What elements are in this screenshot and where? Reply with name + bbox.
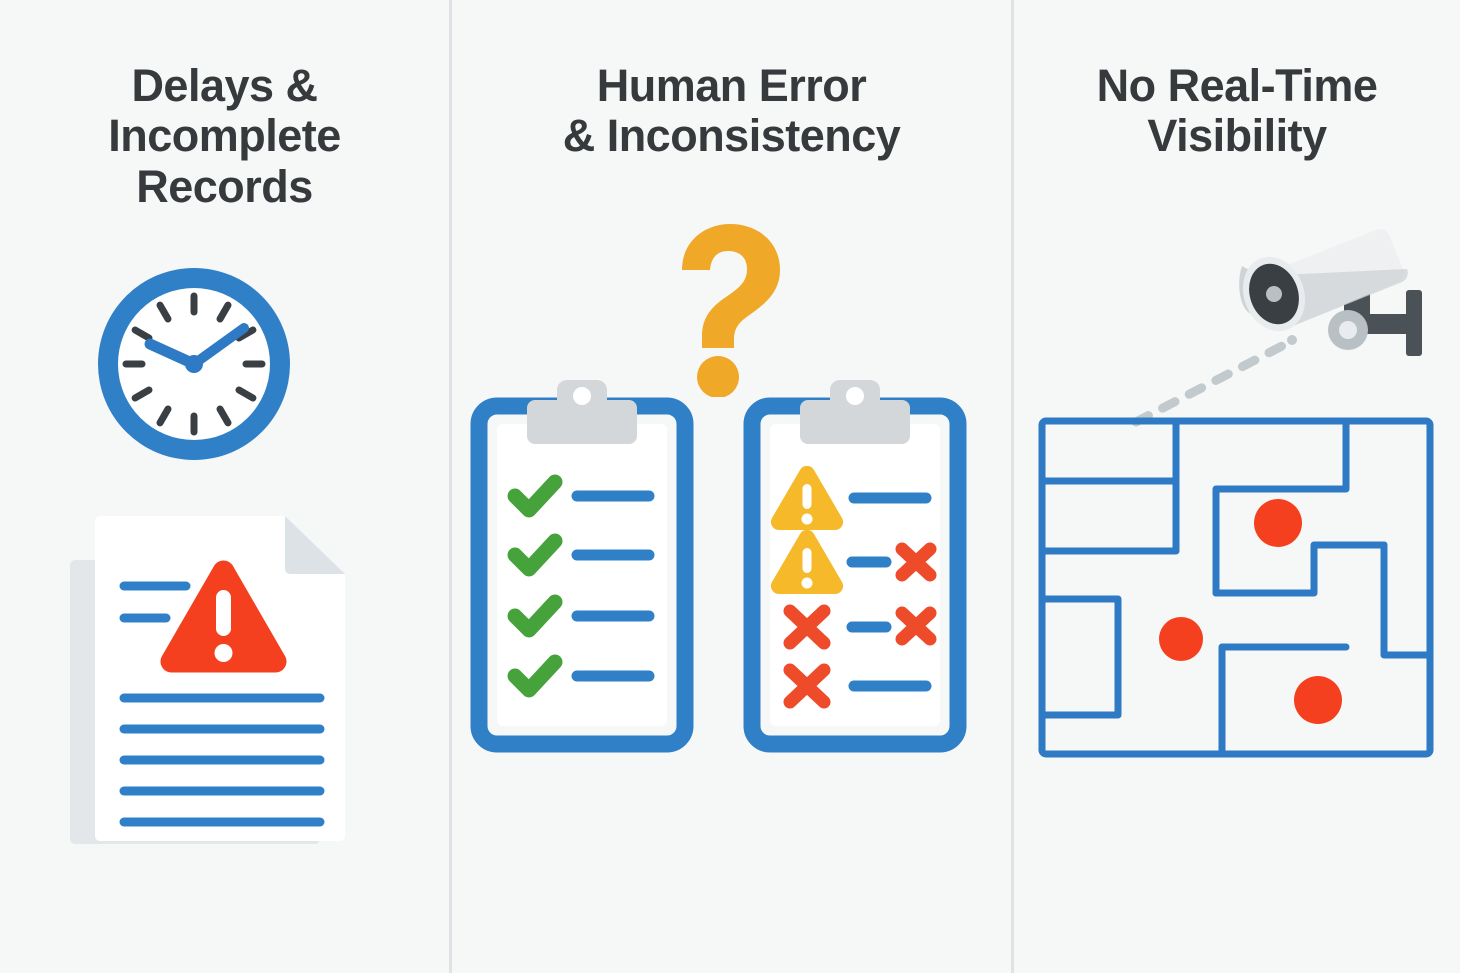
clipboard-row (507, 474, 655, 518)
clipboard-errors-icon (740, 378, 970, 758)
question-mark-icon (662, 222, 792, 402)
column-title-human-error: Human Error & Inconsistency (562, 60, 901, 162)
clipboard-row (770, 529, 937, 595)
camera-sightline (1124, 330, 1304, 435)
floorplan-icon (1036, 415, 1436, 765)
clipboard-correct-icon (467, 378, 697, 758)
clipboard-row (783, 604, 937, 650)
floorplan-markers (1159, 499, 1342, 724)
camera-body (1239, 229, 1408, 332)
column-human-error-inconsistency: Human Error & Inconsistency (452, 0, 1011, 973)
floorplan-marker (1294, 676, 1342, 724)
clipboard-row (770, 465, 932, 531)
clock-icon (92, 262, 296, 471)
floorplan-marker (1254, 499, 1302, 547)
clipboard-row (507, 533, 655, 577)
column-title-delays: Delays & Incomplete Records (108, 60, 341, 212)
clipboard-row (507, 654, 655, 698)
column-title-no-visibility: No Real-Time Visibility (1096, 60, 1378, 162)
clipboard-row (783, 663, 932, 709)
column-divider-2 (1011, 0, 1014, 973)
floorplan-marker (1159, 617, 1203, 661)
column-no-real-time-visibility: No Real-Time Visibility (1014, 0, 1460, 973)
column-delays-incomplete-records: Delays & Incomplete Records (0, 0, 449, 973)
column-divider-1 (449, 0, 452, 973)
clipboard-row (507, 594, 655, 638)
document-alert-icon (62, 508, 382, 858)
security-camera-icon (1216, 218, 1441, 383)
